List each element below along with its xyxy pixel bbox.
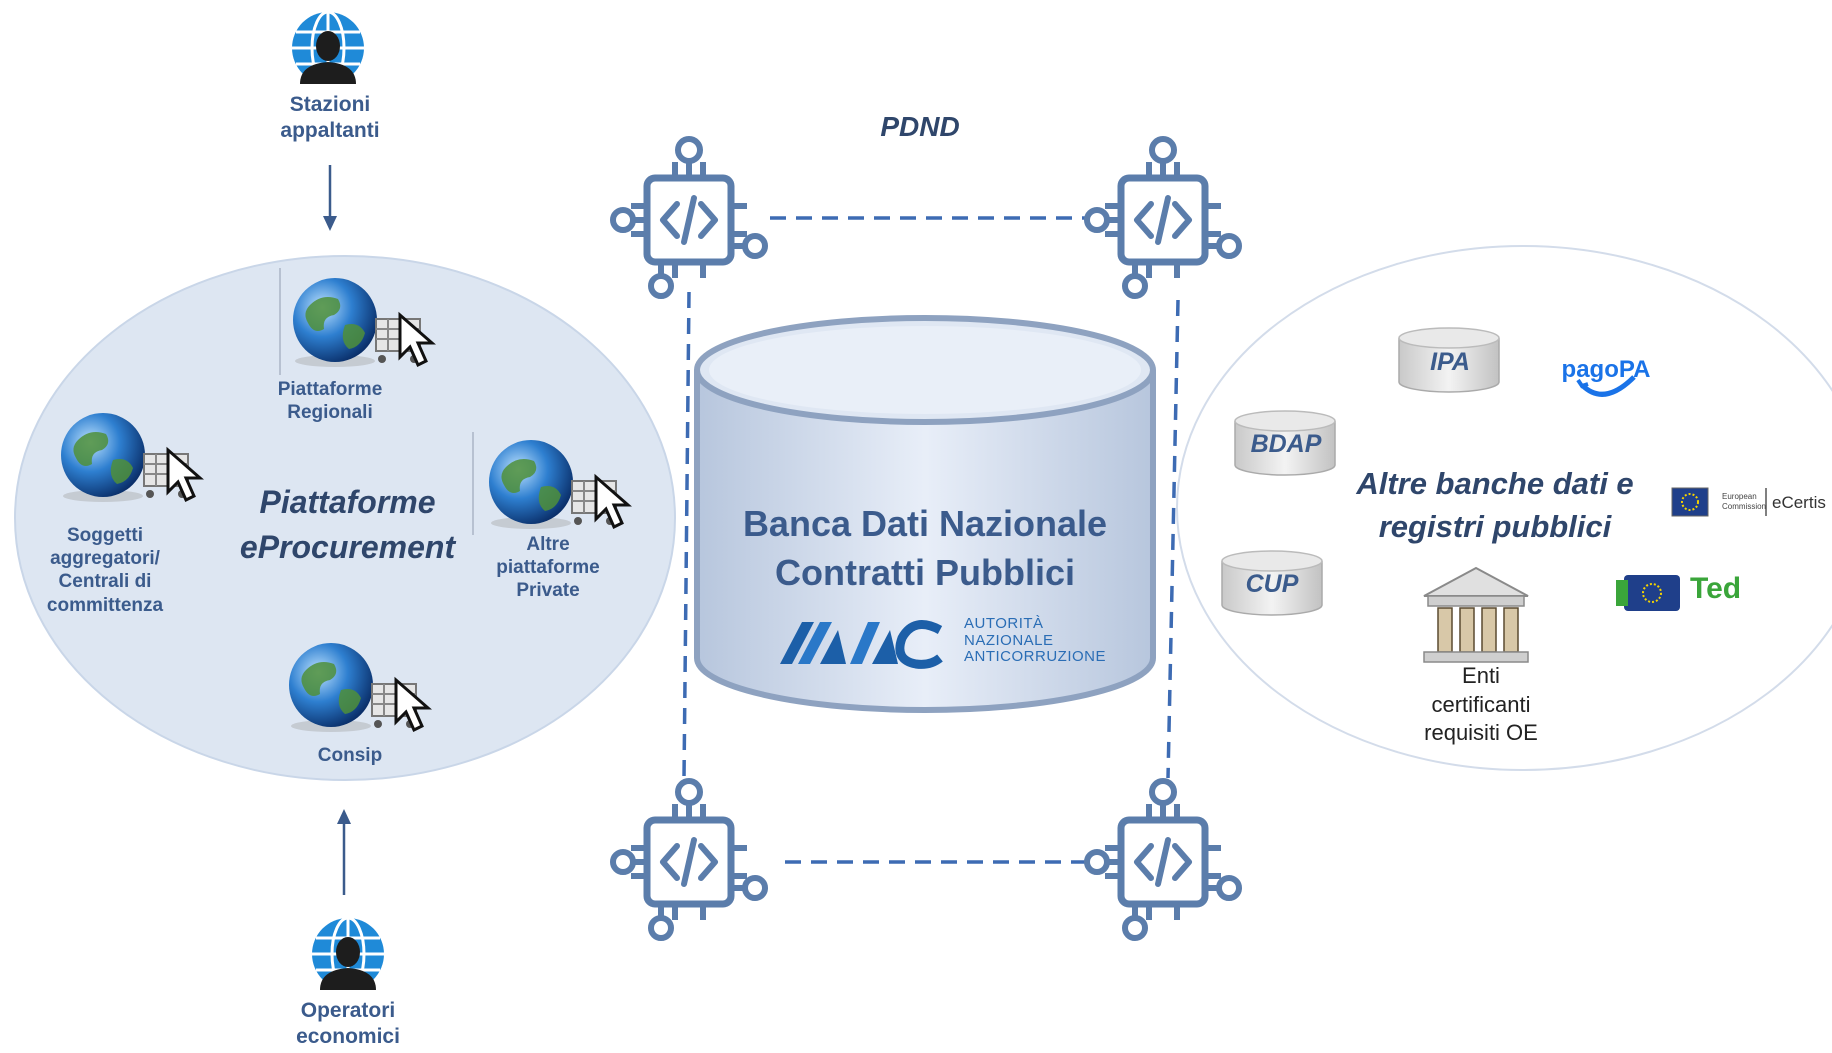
title-line: Altre banche dati e [1356, 466, 1634, 501]
ecertis-logo-text: eCertis [1772, 493, 1826, 512]
ecertis-logo-icon [1671, 487, 1767, 517]
api-chip-icon [613, 781, 765, 938]
label-line: economici [296, 1024, 400, 1048]
altre-piattaforme-label: Altre piattaforme Private [468, 533, 628, 603]
enti-certificanti-building-icon [1423, 566, 1529, 663]
label-line: Piattaforme [277, 379, 383, 400]
label-line: Stazioni [289, 93, 371, 116]
pagopa-logo-icon [1540, 336, 1670, 408]
eprocurement-title: Piattaforme eProcurement [215, 480, 480, 570]
central-db-title: Banca Dati Nazionale Contratti Pubblici [705, 500, 1145, 597]
ecertis-commission-text: European Commission [1722, 492, 1766, 511]
title-line: registri pubblici [1378, 509, 1612, 545]
title-line: Contratti Pubblici [775, 551, 1075, 593]
eprocurement-area [14, 255, 676, 781]
label-line: certificanti [1431, 691, 1531, 717]
registries-title: Altre banche dati e registri pubblici [1340, 462, 1650, 549]
logo-line: AUTORITÀ [964, 615, 1044, 632]
title-line: Banca Dati Nazionale [742, 503, 1108, 544]
api-chip-icon [1087, 781, 1239, 938]
logo-line: Commission [1722, 501, 1767, 511]
consip-label: Consip [317, 745, 383, 766]
operatori-economici-label: Operatori economici [268, 998, 428, 1049]
api-chip-icon [613, 139, 765, 296]
label-line: Private [516, 580, 580, 602]
stazioni-appaltanti-label: Stazioni appaltanti [250, 92, 410, 143]
logo-line: European [1722, 492, 1757, 501]
label-line: appaltanti [280, 118, 380, 142]
label-line: Regionali [287, 402, 373, 424]
api-chip-icon [1087, 139, 1239, 296]
label-line: piattaforme [496, 557, 600, 579]
label-line: committenza [46, 594, 164, 616]
title-line: Piattaforme [259, 484, 436, 520]
soggetti-aggregatori-label: Soggetti aggregatori/ Centrali di commit… [20, 524, 190, 617]
label-line: Soggetti [67, 525, 143, 546]
label-line: Centrali di [58, 571, 152, 593]
pagopa-logo-text: pagoPA [1561, 356, 1651, 383]
cup-label: CUP [1245, 570, 1299, 598]
label-line: Enti [1462, 663, 1500, 688]
ted-logo-text: Ted [1690, 572, 1742, 605]
logo-line: ANTICORRUZIONE [964, 648, 1106, 665]
piattaforme-regionali-label: Piattaforme Regionali [240, 378, 420, 424]
ipa-label: IPA [1430, 348, 1470, 376]
anac-logo-text: AUTORITÀ NAZIONALE ANTICORRUZIONE [964, 615, 1124, 666]
title-line: eProcurement [239, 528, 456, 565]
ted-logo-icon [1616, 575, 1680, 611]
anac-logo-icon [780, 620, 943, 669]
label-line: requisiti OE [1424, 720, 1538, 746]
bdap-label: BDAP [1250, 430, 1322, 458]
user-globe-icon [310, 916, 386, 992]
enti-certificanti-label: Enti certificanti requisiti OE [1386, 662, 1576, 748]
user-globe-icon [290, 10, 366, 86]
api-dashed-lines [682, 216, 1180, 864]
label-line: aggregatori/ [50, 548, 160, 570]
label-line: Operatori [300, 999, 396, 1022]
pdnd-label: PDND [880, 111, 960, 142]
logo-line: NAZIONALE [964, 631, 1054, 649]
label-line: Altre [526, 534, 570, 555]
